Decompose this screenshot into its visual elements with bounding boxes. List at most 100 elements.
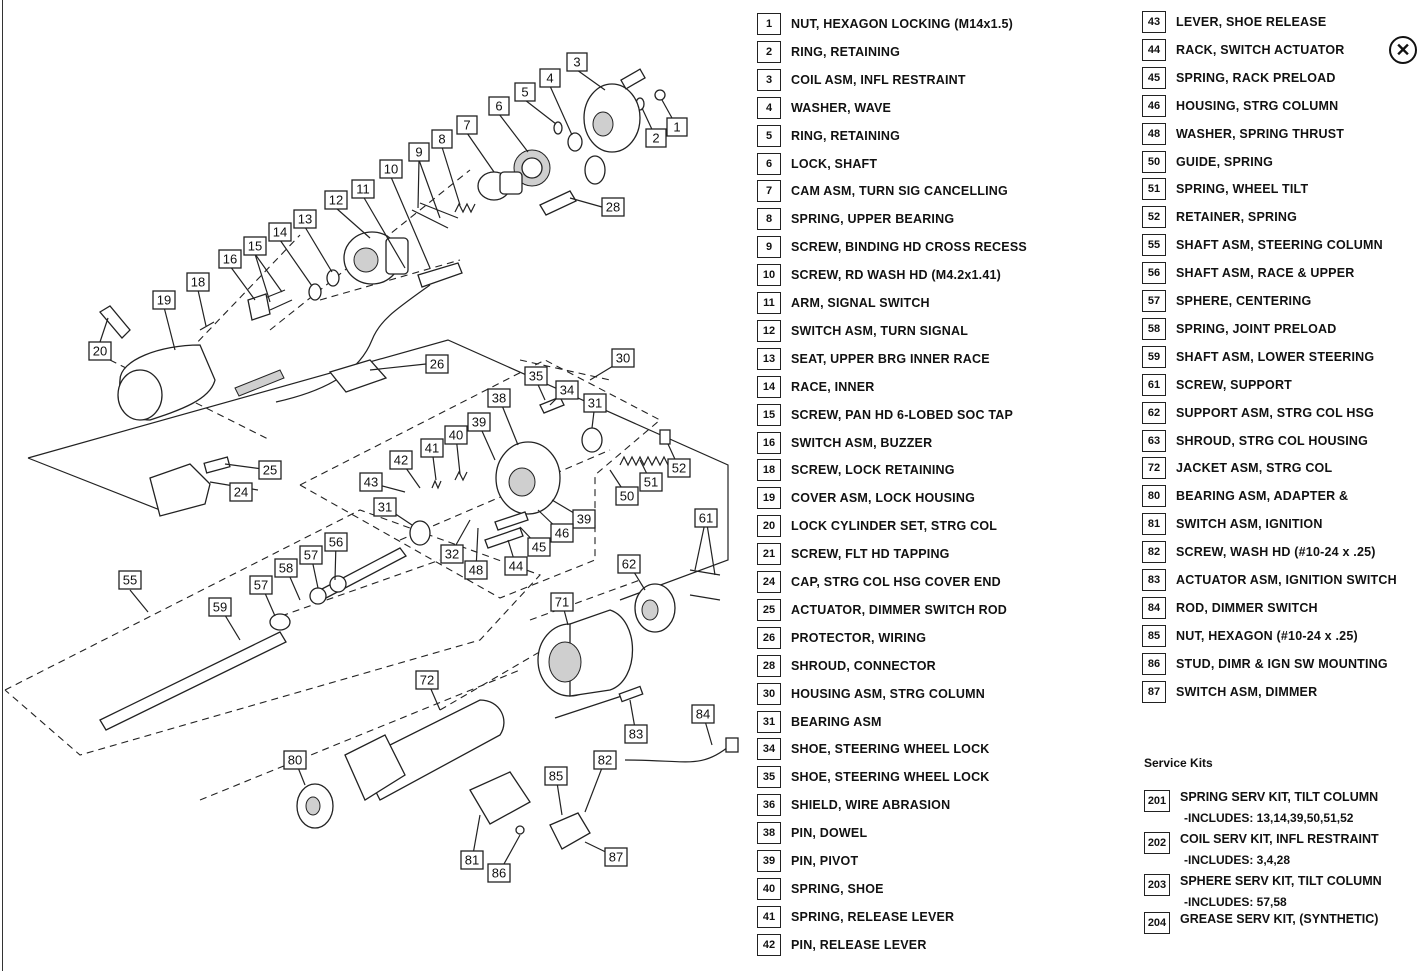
svg-text:4: 4 [546,71,553,86]
part-description: SUPPORT ASM, STRG COL HSG [1176,405,1375,420]
part-description: NUT, HEXAGON LOCKING (M14x1.5) [791,17,1014,31]
part-number: 61 [1142,373,1166,396]
svg-text:72: 72 [420,673,434,688]
part-number: 24 [757,571,781,593]
callout-4: 4 [539,68,561,88]
kit-name: COIL SERV KIT, INFL RESTRAINT [1180,832,1379,846]
part-description: SPRING, RELEASE LEVER [791,909,955,924]
svg-text:61: 61 [699,511,713,526]
part-number: 19 [757,487,781,510]
callout-57b: 57 [249,575,273,595]
part-number: 28 [757,654,781,677]
part-description: SHROUD, CONNECTOR [791,658,936,673]
part-number: 81 [1142,513,1166,536]
close-button[interactable]: ✕ [1389,36,1417,64]
callout-15: 15 [243,236,267,256]
callout-84: 84 [691,704,715,724]
part-number: 8 [757,208,781,231]
part-description: RING, RETAINING [791,128,901,143]
callout-28: 28 [601,197,625,217]
part-number: 15 [757,403,781,426]
part-description: SCREW, WASH HD (#10-24 x .25) [1176,545,1376,560]
part-description: SPRING, JOINT PRELOAD [1176,321,1337,336]
part-number: 86 [1142,652,1166,675]
part-description: RACE, INNER [791,379,875,394]
part-number: 56 [1142,262,1166,285]
part-number: 48 [1142,122,1166,145]
part-number: 84 [1142,596,1166,619]
part-number: 38 [757,822,781,845]
part-description: SCREW, SUPPORT [1176,377,1293,392]
svg-text:38: 38 [492,391,506,406]
part-description: RING, RETAINING [791,44,901,59]
part-number: 63 [1142,429,1166,452]
svg-text:85: 85 [549,769,563,784]
part-description: RETAINER, SPRING [1176,210,1298,225]
callout-12: 12 [324,190,348,210]
svg-text:32: 32 [445,547,459,562]
part-number: 82 [1142,541,1166,564]
svg-text:24: 24 [234,485,248,500]
part-description: SPRING, SHOE [791,881,884,896]
callout-81: 81 [460,850,484,870]
kit-name: SPRING SERV KIT, TILT COLUMN [1180,790,1379,804]
part-description: HOUSING ASM, STRG COLUMN [791,686,985,701]
callout-31b: 31 [373,497,397,517]
part-description: PROTECTOR, WIRING [791,630,927,645]
kit-number: 204 [1144,912,1170,934]
part-description: SCREW, PAN HD 6-LOBED SOC TAP [791,407,1014,422]
callout-18: 18 [186,272,210,292]
callout-83: 83 [624,724,648,744]
part-number: 20 [757,515,781,538]
part-description: CAM ASM, TURN SIG CANCELLING [791,184,1008,199]
callout-59: 59 [208,597,232,617]
svg-text:58: 58 [279,561,293,576]
kit-name: SPHERE SERV KIT, TILT COLUMN [1180,874,1382,888]
svg-text:13: 13 [298,212,312,227]
part-description: SPRING, UPPER BEARING [791,212,955,227]
part-number: 3 [757,68,781,91]
callout-38: 38 [487,388,511,408]
callout-16: 16 [218,249,242,269]
callout-7: 7 [456,115,478,135]
callout-24: 24 [229,482,253,502]
part-description: CAP, STRG COL HSG COVER END [791,575,1001,589]
part-number: 45 [1142,66,1166,89]
parts-artwork [99,68,739,850]
callout-5: 5 [514,82,536,102]
callout-61: 61 [694,508,718,528]
svg-text:28: 28 [606,200,620,215]
part-description: SHIELD, WIRE ABRASION [791,798,951,813]
part-description: SPHERE, CENTERING [1176,294,1312,308]
service-kit: 204 GREASE SERV KIT, (SYNTHETIC) [1144,912,1378,934]
part-description: LOCK, SHAFT [791,156,878,171]
part-number: 59 [1142,345,1166,368]
part-number: 36 [757,794,781,817]
callout-20: 20 [88,341,112,361]
callout-80: 80 [283,750,307,770]
part-number: 52 [1142,206,1166,229]
callout-87: 87 [604,847,628,867]
svg-text:7: 7 [463,118,470,133]
part-description: SWITCH ASM, TURN SIGNAL [791,323,969,338]
part-description: ARM, SIGNAL SWITCH [791,296,930,310]
